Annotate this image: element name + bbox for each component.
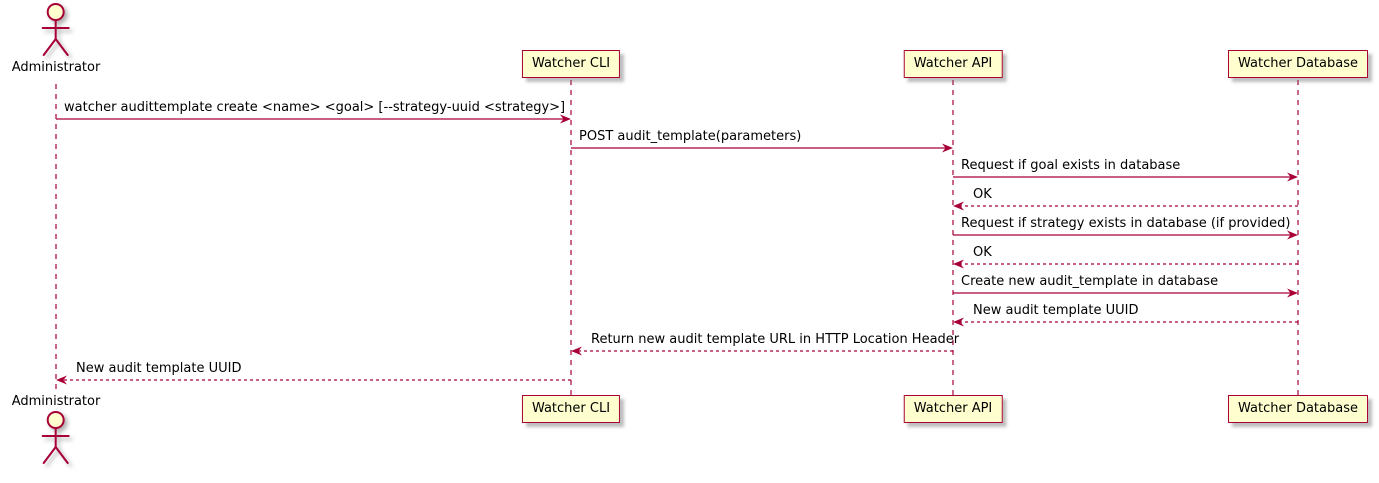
arrowhead xyxy=(953,317,964,327)
message-label: OK xyxy=(973,187,992,202)
message-label: New audit template UUID xyxy=(76,361,242,376)
arrowhead xyxy=(953,259,964,269)
arrowhead xyxy=(571,346,582,356)
arrowhead xyxy=(560,114,571,124)
actor-label: Administrator xyxy=(11,60,101,75)
participant-watcher-api-bottom: Watcher API xyxy=(903,395,1003,423)
participant-watcher-database-top: Watcher Database xyxy=(1228,50,1368,78)
message-label: New audit template UUID xyxy=(973,303,1139,318)
participant-watcher-database-bottom: Watcher Database xyxy=(1228,395,1368,423)
arrowhead xyxy=(56,375,67,385)
participant-watcher-cli-top: Watcher CLI xyxy=(521,50,621,78)
message-label: Request if strategy exists in database (… xyxy=(961,216,1291,231)
arrowhead xyxy=(953,201,964,211)
arrowhead xyxy=(1287,230,1298,240)
arrowhead xyxy=(1287,172,1298,182)
actor-administrator-bottom: Administrator xyxy=(11,394,101,468)
actor-icon xyxy=(42,411,70,464)
actor-label: Administrator xyxy=(11,394,101,409)
message-label: Create new audit_template in database xyxy=(961,274,1219,289)
participant-watcher-api-top: Watcher API xyxy=(903,50,1003,78)
message-label: Request if goal exists in database xyxy=(961,158,1181,173)
actor-icon xyxy=(42,3,70,56)
arrowhead xyxy=(942,143,953,153)
message-label: Return new audit template URL in HTTP Lo… xyxy=(591,332,960,347)
message-label: OK xyxy=(973,245,992,260)
arrowhead xyxy=(1287,288,1298,298)
actor-administrator-top: Administrator xyxy=(11,2,101,76)
message-label: watcher audittemplate create <name> <goa… xyxy=(64,100,566,115)
message-label: POST audit_template(parameters) xyxy=(579,129,802,144)
participant-watcher-cli-bottom: Watcher CLI xyxy=(521,395,621,423)
